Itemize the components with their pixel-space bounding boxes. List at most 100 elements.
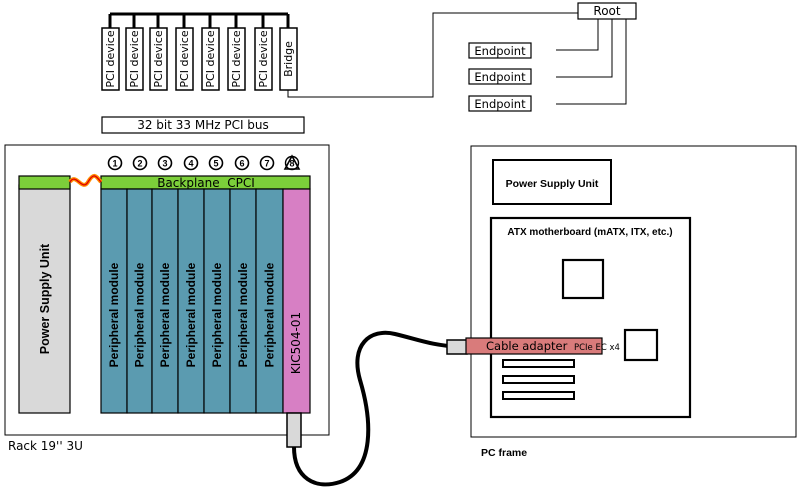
peripheral-module-label: Peripheral module <box>107 262 121 367</box>
endpoint-2-label: Endpoint <box>474 70 526 84</box>
pcie-slot-1 <box>502 359 575 368</box>
endpoint-1-box <box>468 42 532 59</box>
endpoint-3-box <box>468 95 532 112</box>
peripheral-module: Peripheral module <box>126 188 153 414</box>
rack-cable-connector <box>286 412 302 448</box>
pc-frame: PC frame Power Supply Unit ATX motherboa… <box>446 145 797 459</box>
pci-device-label: PCI device <box>128 30 141 87</box>
endpoint-1-label: Endpoint <box>474 44 526 58</box>
endpoint-2-box <box>468 68 532 85</box>
bridge-label: Bridge <box>282 41 295 77</box>
pci-device-box <box>227 27 246 91</box>
peripheral-module-box <box>255 188 284 414</box>
peripheral-module-box <box>177 188 205 414</box>
pci-device-label: PCI device <box>230 30 243 87</box>
pci-device-box <box>101 27 120 91</box>
slot-number: 6 <box>234 155 250 171</box>
pci-device: PCI device <box>227 14 246 91</box>
peripheral-module: Peripheral module <box>100 188 128 414</box>
pci-device: PCI device <box>101 14 120 91</box>
cable-adapter-label: Cable adapter PCIe EC x4 <box>486 339 620 353</box>
peripheral-module-box <box>229 188 257 414</box>
peripheral-module: Peripheral module <box>203 188 231 414</box>
slot-number: 5 <box>208 155 224 171</box>
pc-frame-label: PC frame <box>481 447 527 459</box>
rack-label: Rack 19'' 3U <box>8 439 83 453</box>
pc-psu <box>492 159 612 205</box>
root-box <box>577 2 637 20</box>
pc-psu-label: Power Supply Unit <box>506 178 599 190</box>
pci-device: PCI device <box>175 14 194 91</box>
cable-adapter-connector <box>446 339 468 355</box>
slot-number: 4 <box>183 155 199 171</box>
pci-device: PCI device <box>254 14 273 91</box>
cable-adapter-title: Cable adapter <box>486 339 568 353</box>
bridge: Bridge <box>279 14 298 91</box>
chipset <box>623 328 659 362</box>
slot-number: 7 <box>259 155 275 171</box>
pci-device: PCI device <box>201 14 220 91</box>
pci-device-label: PCI device <box>152 30 165 87</box>
peripheral-module-label: Peripheral module <box>184 262 198 367</box>
slot-number-label: 6 <box>239 159 244 169</box>
slot-number-label: 1 <box>112 159 117 169</box>
pci-device-box <box>149 27 168 91</box>
backplane-left <box>18 175 71 190</box>
peripheral-module-label: Peripheral module <box>236 262 250 367</box>
root-to-endpoint-3-line <box>556 19 627 105</box>
pci-device-box <box>201 27 220 91</box>
cable-adapter-subtitle: PCIe EC x4 <box>574 343 620 353</box>
pci-bus-label: 32 bit 33 MHz PCI bus <box>137 118 269 132</box>
root-to-endpoint-2-line <box>556 19 613 78</box>
slot-number: 8 <box>283 154 301 171</box>
controller-module <box>282 188 311 414</box>
peripheral-module: Peripheral module <box>229 188 257 414</box>
pci-device-box <box>175 27 194 91</box>
rack-psu-label: Power Supply Unit <box>38 243 52 354</box>
pci-device: PCI device <box>149 14 168 91</box>
pci-device-label: PCI device <box>257 30 270 87</box>
pcie-tree: Root Endpoint Endpoint Endpoint <box>287 2 637 112</box>
slot-number-label: 3 <box>162 159 167 169</box>
controller-module-label: KIC504-01 <box>289 312 303 374</box>
slot-number-label: 5 <box>213 159 218 169</box>
endpoint-3-label: Endpoint <box>474 97 526 111</box>
motherboard-label: ATX motherboard (mATX, ITX, etc.) <box>507 227 672 238</box>
motherboard <box>489 216 692 419</box>
pcie-slot-2 <box>502 375 575 384</box>
slot-number-label: 4 <box>188 159 193 169</box>
pci-device: PCI device <box>125 14 144 91</box>
pci-device-label: PCI device <box>178 30 191 87</box>
peripheral-module: Peripheral module <box>151 188 179 414</box>
peripheral-module-box <box>126 188 153 414</box>
root-label: Root <box>593 4 620 18</box>
peripheral-module: Peripheral module <box>177 188 205 414</box>
pci-device-label: PCI device <box>104 30 117 87</box>
rack: Power Supply Unit Backplane CPCI 1 2 3 4 5 6 7… <box>4 144 330 453</box>
slot-number-label: 7 <box>264 159 269 169</box>
cpu-socket <box>561 258 605 300</box>
pcie-cable <box>292 330 461 487</box>
pci-device-box <box>125 27 144 91</box>
pci-device-box <box>254 27 273 91</box>
peripheral-module-label: Peripheral module <box>210 262 224 367</box>
pci-device-label: PCI device <box>204 30 217 87</box>
slot-number: 2 <box>132 155 148 171</box>
peripheral-module: Peripheral module <box>255 188 284 414</box>
pcie-slot-3 <box>502 391 575 400</box>
slot-number-label: 8 <box>289 159 294 169</box>
peripheral-module-label: Peripheral module <box>133 262 147 367</box>
pci-bus-diagram: PCI device PCI device PCI device PCI device… <box>101 12 305 134</box>
peripheral-module-label: Peripheral module <box>263 262 277 367</box>
slot-number: 3 <box>157 155 173 171</box>
slot-number: 1 <box>107 155 123 171</box>
peripheral-module-box <box>151 188 179 414</box>
pci-bus-label-box <box>101 116 305 134</box>
peripheral-module-label: Peripheral module <box>158 262 172 367</box>
root-to-endpoint-1-line <box>556 19 599 51</box>
root-to-bridge-line <box>287 12 578 98</box>
slot-number-label: 2 <box>137 159 142 169</box>
backplane-label: Backplane CPCI <box>157 176 255 190</box>
peripheral-module-box <box>203 188 231 414</box>
cable-adapter <box>465 337 603 355</box>
